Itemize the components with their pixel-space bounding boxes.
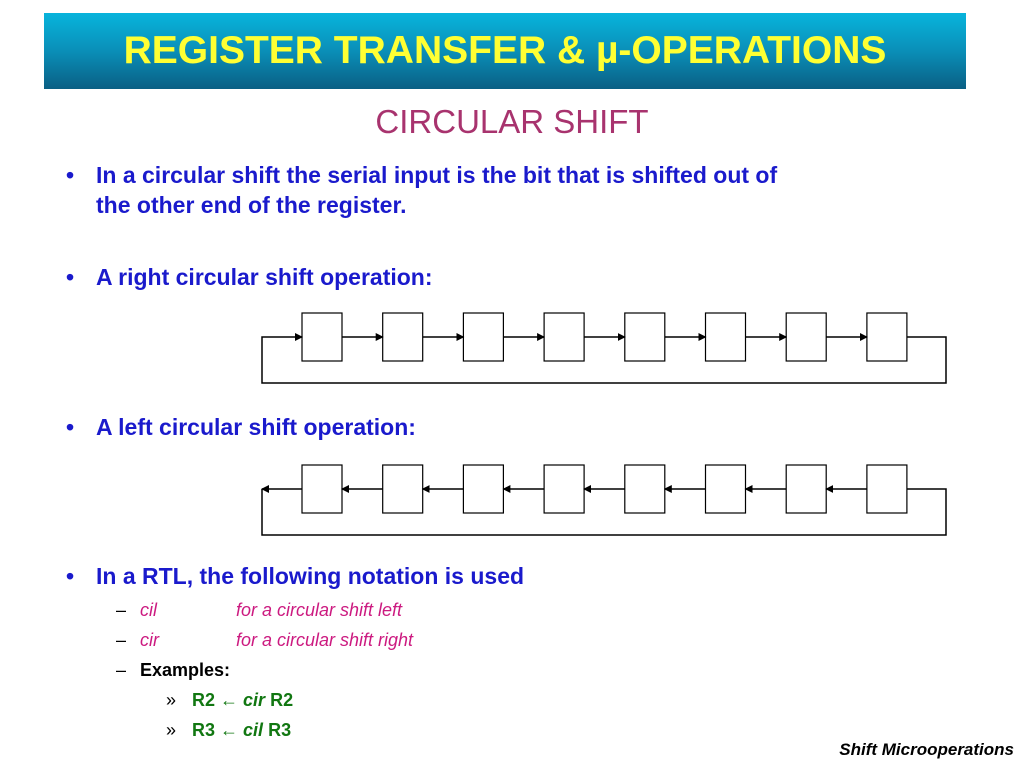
notation-description: for a circular shift left	[236, 600, 403, 620]
left-circular-shift-diagram	[261, 464, 947, 536]
title-banner: REGISTER TRANSFER & µ-OPERATIONS	[44, 13, 966, 89]
register-cell	[301, 312, 343, 362]
feedback-loop	[261, 333, 947, 384]
notation-keyword: cil	[140, 600, 157, 620]
raquo-marker: »	[166, 690, 177, 710]
bullet-marker: •	[66, 162, 75, 188]
dash-marker: –	[116, 630, 127, 650]
notation-keyword: cir	[140, 630, 159, 650]
register-cell	[382, 464, 424, 514]
example-src: R3	[268, 720, 292, 740]
left-arrow-icon: ←	[220, 690, 239, 710]
bullet-text: In a RTL, the following notation is used	[96, 563, 525, 589]
bullet-text: A right circular shift operation:	[96, 264, 433, 290]
bullet-marker: •	[66, 563, 75, 589]
right-circular-shift-diagram	[261, 312, 947, 384]
example-code: R3 ← cil R3	[192, 719, 291, 741]
bullet-text-line2: the other end of the register.	[96, 192, 407, 218]
footer-caption: Shift Microoperations	[839, 740, 1014, 759]
register-cell	[624, 312, 666, 362]
register-cell	[624, 464, 666, 514]
example-op: cir	[243, 690, 266, 710]
feedback-loop	[261, 488, 947, 536]
bullet-text: A left circular shift operation:	[96, 414, 416, 440]
register-cell	[543, 312, 585, 362]
left-arrow-icon: ←	[220, 720, 239, 740]
example-dest: R3	[192, 720, 216, 740]
example-src: R2	[270, 690, 294, 710]
bullet-marker: •	[66, 264, 75, 290]
register-cell	[462, 464, 504, 514]
register-cell	[543, 464, 585, 514]
bullet-marker: •	[66, 414, 75, 440]
example-dest: R2	[192, 690, 216, 710]
register-cell	[462, 312, 504, 362]
register-cell	[382, 312, 424, 362]
register-cell	[704, 464, 747, 514]
bullet-text-line1: In a circular shift the serial input is …	[96, 162, 778, 188]
register-cell	[301, 464, 343, 514]
slide-title: REGISTER TRANSFER & µ-OPERATIONS	[123, 29, 887, 72]
notation-description: for a circular shift right	[236, 630, 414, 650]
register-cell	[866, 312, 908, 362]
raquo-marker: »	[166, 720, 177, 740]
dash-marker: –	[116, 660, 127, 680]
slide-subtitle: CIRCULAR SHIFT	[375, 103, 649, 140]
example-code: R2 ← cir R2	[192, 689, 293, 711]
example-op: cil	[243, 720, 264, 740]
register-cell	[785, 312, 827, 362]
register-cell	[785, 464, 827, 514]
examples-label: Examples:	[140, 660, 231, 680]
register-cell	[704, 312, 747, 362]
dash-marker: –	[116, 600, 127, 620]
register-cell	[866, 464, 908, 514]
